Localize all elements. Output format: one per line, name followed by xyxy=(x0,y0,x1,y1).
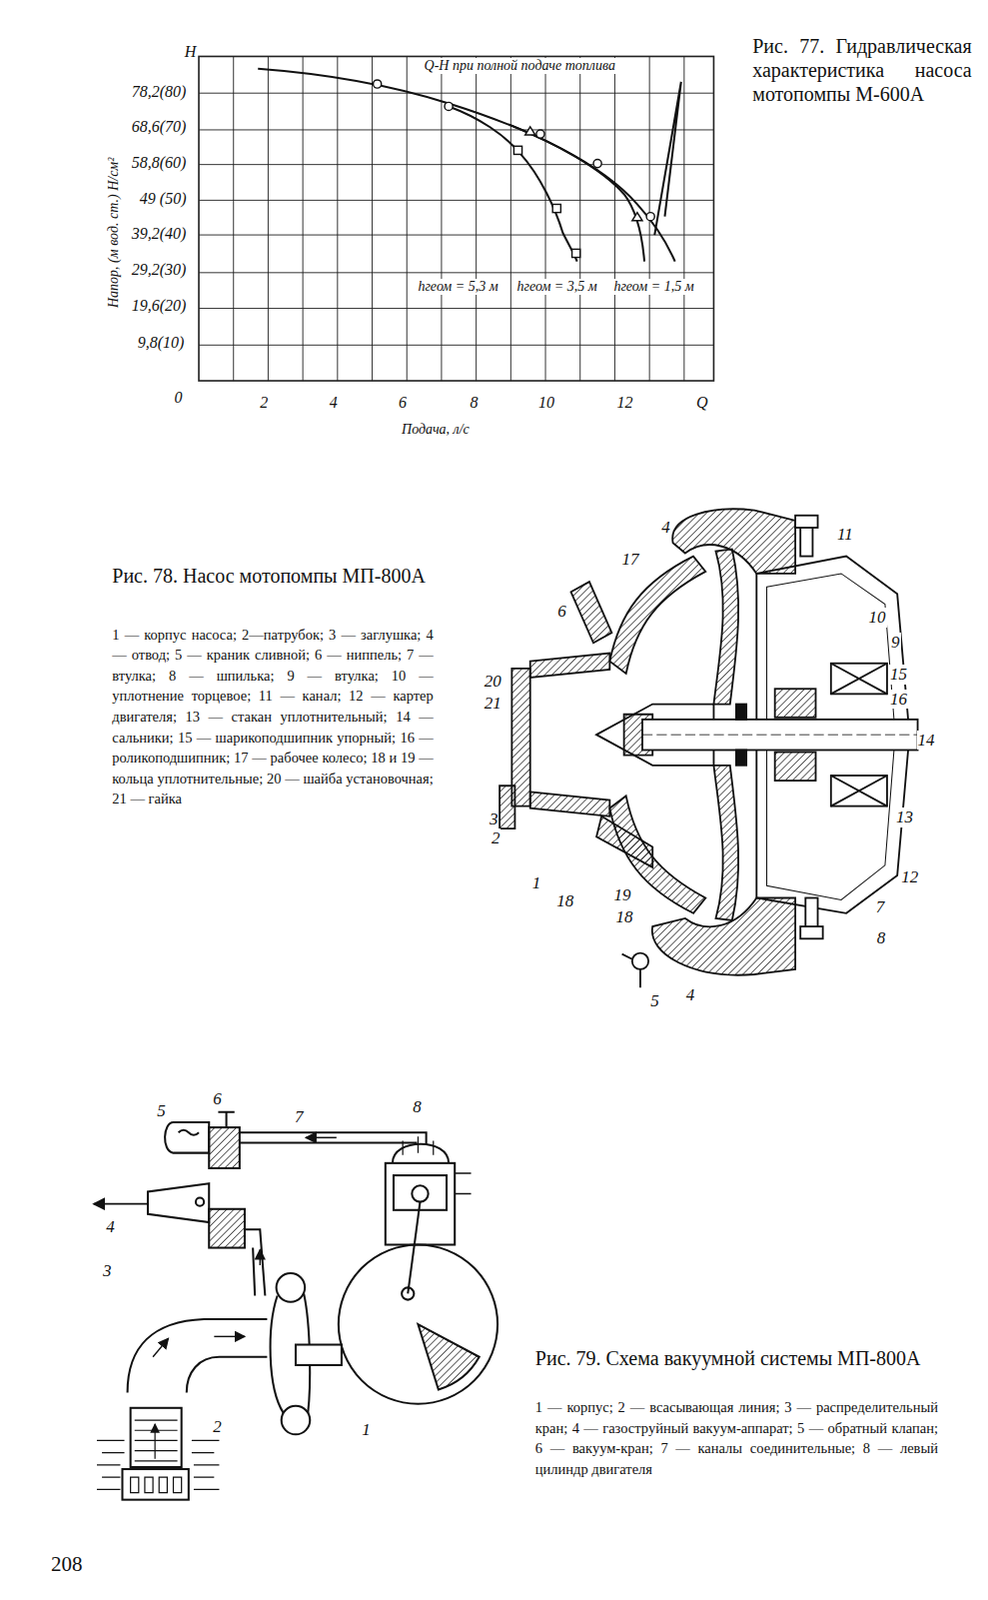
axis-tick: 0 xyxy=(173,388,184,407)
callout-number: 2 xyxy=(490,828,502,849)
figure-caption: Рис. 79. Схема вакуумной системы МП-800А xyxy=(535,1345,939,1370)
callout-number: 5 xyxy=(155,1100,167,1121)
axis-tick: 29,2(30) xyxy=(130,260,188,279)
callout-number: 9 xyxy=(890,632,902,653)
callout-number: 4 xyxy=(685,985,697,1005)
axis-tick: 2 xyxy=(258,393,269,412)
callout-number: 14 xyxy=(917,730,937,751)
legend-text: 1 — корпус насоса; 2—патрубок; 3 — заглу… xyxy=(111,624,434,810)
axis-tick: 58,8(60) xyxy=(130,153,188,172)
axis-tick: 6 xyxy=(397,393,408,412)
callout-number: 7 xyxy=(293,1106,305,1127)
axis-tick: 12 xyxy=(615,393,634,412)
callout-number: 3 xyxy=(101,1260,113,1281)
callout-number: 16 xyxy=(889,689,909,710)
callout-number: 19 xyxy=(612,885,632,906)
axis-tick: 10 xyxy=(537,393,556,412)
callout-number: 12 xyxy=(900,867,920,888)
callout-number: 3 xyxy=(488,809,500,830)
curve-markers xyxy=(373,79,656,258)
callout-number: 1 xyxy=(360,1419,372,1440)
chart-grid xyxy=(198,55,714,381)
axis-tick: 39,2(40) xyxy=(130,224,188,243)
figure-caption: Рис. 77. Гидравлическая характеристика н… xyxy=(752,33,972,107)
curve-label: hгеом = 3,5 м xyxy=(514,278,599,295)
qh-curves xyxy=(257,68,682,262)
callout-number: 8 xyxy=(876,928,888,949)
curve-label: Q-H при полной подаче топлива xyxy=(422,57,618,74)
curve-label: hгеом = 1,5 м xyxy=(611,278,696,295)
axis-tick: Q xyxy=(695,393,710,412)
callout-number: 18 xyxy=(614,907,634,928)
axis-tick: 8 xyxy=(468,393,479,412)
pump-section xyxy=(499,508,924,988)
callout-number: 5 xyxy=(649,990,661,1011)
callout-number: 4 xyxy=(660,517,672,538)
axis-tick: 78,2(80) xyxy=(130,82,188,101)
vacuum-scheme xyxy=(93,1111,498,1500)
callout-number: 13 xyxy=(895,807,915,828)
callout-number: 15 xyxy=(889,664,909,685)
axis-tick: 68,6(70) xyxy=(130,117,188,136)
figure-caption: Рис. 78. Насос мотопомпы МП-800А xyxy=(111,563,434,588)
axis-letter: H xyxy=(183,42,198,61)
axis-tick: 4 xyxy=(328,393,339,412)
callout-number: 8 xyxy=(411,1096,423,1117)
callout-number: 6 xyxy=(211,1088,223,1109)
callout-number: 6 xyxy=(556,601,568,622)
axis-tick: 19,6(20) xyxy=(130,296,188,315)
curve-label: hгеом = 5,3 м xyxy=(415,278,500,295)
callout-number: 10 xyxy=(868,607,888,628)
axis-tick: 49 (50) xyxy=(138,189,188,208)
callout-number: 21 xyxy=(483,693,503,714)
callout-number: 4 xyxy=(104,1216,116,1237)
callout-number: 1 xyxy=(531,873,543,894)
callout-number: 17 xyxy=(621,549,641,570)
axis-title: Напор, (м вод. ст.) Н/см² xyxy=(105,154,122,310)
legend-text: 1 — корпус; 2 — всасывающая линия; 3 — р… xyxy=(535,1396,939,1479)
axis-tick: 9,8(10) xyxy=(136,333,186,352)
callout-number: 2 xyxy=(211,1416,223,1437)
page-number: 208 xyxy=(50,1551,83,1576)
callout-number: 18 xyxy=(555,891,575,912)
callout-number: 11 xyxy=(836,524,855,545)
callout-number: 7 xyxy=(875,897,887,918)
callout-number: 20 xyxy=(483,671,503,692)
axis-title: Подача, л/с xyxy=(399,421,472,438)
